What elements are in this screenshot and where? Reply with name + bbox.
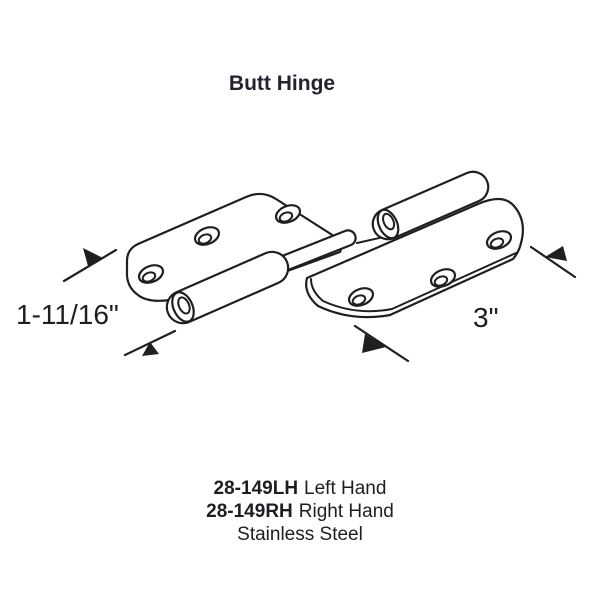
screw-hole [137,264,165,284]
part-number: 28-149RH [206,501,293,522]
right-hinge-icon [305,170,524,319]
leaf-thickness-line [310,252,517,313]
dimension-marks [62,245,577,363]
dimension-tick [529,245,577,279]
hinge-knuckle [165,250,290,325]
left-hinge-icon [125,192,357,325]
hand-label: Left Hand [304,478,387,499]
screw-hole [429,268,457,288]
screw-hole [193,226,221,246]
knuckle-end-rings [376,208,400,240]
material-label: Stainless Steel [237,524,363,545]
screw-hole [485,230,513,250]
page-title: Butt Hinge [228,72,336,95]
screw-hole [274,204,302,224]
right-hinge-leaf [305,197,524,319]
hand-label: Right Hand [298,501,394,522]
screw-hole [347,287,375,307]
dimension-tick [353,324,410,363]
part-number: 28-149LH [213,478,299,499]
dimension-tick [62,248,118,283]
dimension-tick [123,329,177,357]
knuckle-end-rings [171,291,195,323]
dimension-label-left-hinge: 1-11/16" [16,299,119,330]
hinge-knuckle [371,170,490,241]
dimension-label-right-hinge: 3" [473,302,499,333]
